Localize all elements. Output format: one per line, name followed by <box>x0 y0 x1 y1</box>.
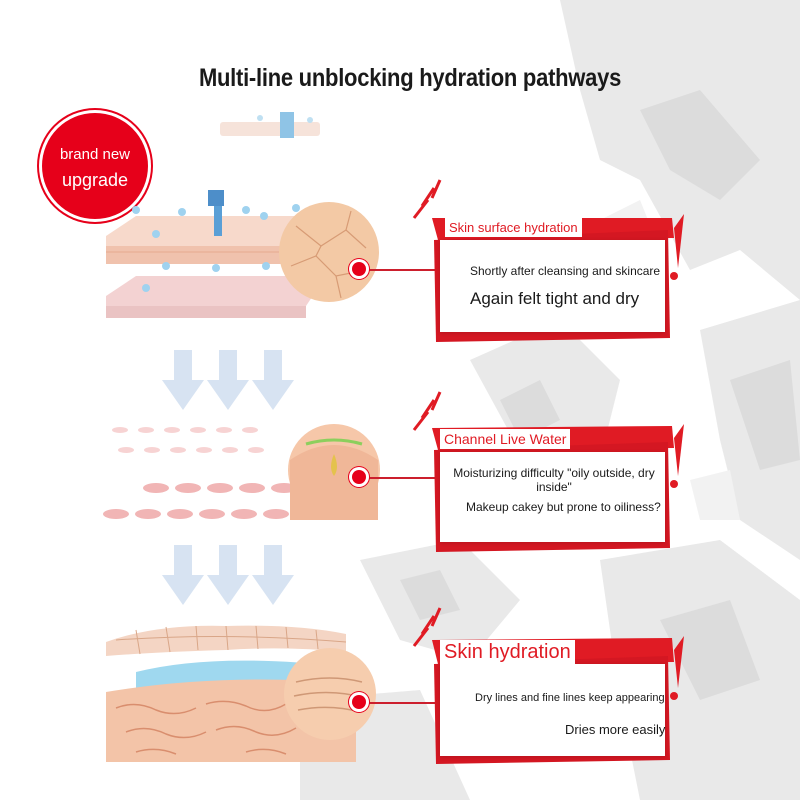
panel-2-line2: Makeup cakey but prone to oiliness? <box>466 500 661 514</box>
panel-1-card <box>440 240 665 332</box>
hotspot-dot-2 <box>352 470 366 484</box>
panel-2-title: Channel Live Water <box>440 429 571 449</box>
page-title: Multi-line unblocking hydration pathways <box>198 64 622 92</box>
badge-line2: upgrade <box>61 170 129 190</box>
faint-skin-illustration <box>220 112 320 138</box>
panel-2-line1: Moisturizing difficulty "oily outside, d… <box>453 466 655 494</box>
down-arrows-2 <box>162 545 294 605</box>
panel-2-card <box>440 452 665 542</box>
panel-1-title: Skin surface hydration <box>445 218 582 237</box>
down-arrows-1 <box>162 350 294 410</box>
connector-2 <box>365 477 450 479</box>
panel-3-card <box>440 664 665 756</box>
skin-surface-illustration <box>106 190 379 318</box>
channel-illustration <box>103 424 380 520</box>
upgrade-badge: brand new upgrade <box>42 113 148 219</box>
panel-1-line2: Again felt tight and dry <box>470 289 640 308</box>
hotspot-dot-1 <box>352 262 366 276</box>
panel-3-line1: Dry lines and fine lines keep appearing <box>475 692 665 704</box>
panel-1-line1: Shortly after cleansing and skincare <box>470 264 661 278</box>
hotspot-dot-3 <box>352 695 366 709</box>
skin-hydration-illustration <box>106 625 376 762</box>
panel-3-line2: Dries more easily <box>565 722 666 737</box>
connector-3 <box>365 702 450 704</box>
panel-3-title: Skin hydration <box>440 640 575 665</box>
connector-1 <box>360 269 450 271</box>
badge-line1: brand new <box>59 146 131 163</box>
